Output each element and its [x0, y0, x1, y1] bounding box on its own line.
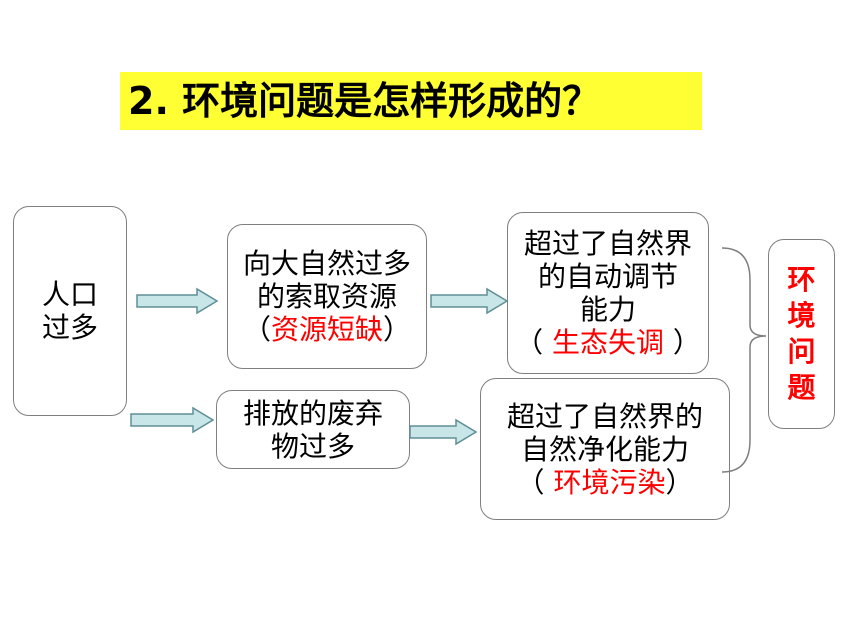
extraction-line-2: 的索取资源 — [256, 280, 397, 313]
environment-problem-box: 环 境 问 题 — [768, 239, 835, 429]
arrow-waste-to-purification — [409, 418, 478, 446]
self-regulation-line-1: 超过了自然界 — [523, 227, 692, 260]
purification-open-paren: （ — [516, 465, 554, 499]
result-char-4: 题 — [787, 371, 816, 404]
extraction-line-3: （资源短缺） — [243, 313, 411, 346]
brace-connector — [721, 247, 767, 473]
self-regulation-line-2: 的自动调节 — [537, 260, 678, 293]
extraction-highlight: 资源短缺 — [270, 313, 383, 346]
population-box: 人口 过多 — [13, 206, 127, 416]
extraction-line-1: 向大自然过多 — [242, 247, 411, 280]
self-regulation-highlight: 生态失调 — [551, 326, 664, 359]
purification-box: 超过了自然界的 自然净化能力 （ 环境污染） — [480, 378, 730, 520]
extraction-close-paren: ） — [383, 313, 412, 346]
result-char-1: 环 — [787, 263, 816, 296]
self-regulation-close-paren: ） — [664, 326, 701, 359]
population-line-2: 过多 — [41, 311, 98, 344]
arrow-population-to-extraction — [136, 287, 219, 315]
result-char-2: 境 — [787, 299, 816, 332]
result-char-3: 问 — [787, 335, 816, 368]
self-regulation-line-3: 能力 — [579, 293, 636, 326]
waste-line-1: 排放的废弃 — [242, 396, 383, 430]
arrow-population-to-waste — [130, 406, 215, 434]
extraction-open-paren: （ — [242, 313, 271, 346]
purification-line-3: （ 环境污染） — [517, 466, 694, 499]
self-regulation-box: 超过了自然界 的自动调节 能力 （ 生态失调 ） — [507, 212, 709, 374]
self-regulation-open-paren: （ — [515, 326, 552, 359]
population-line-1: 人口 — [41, 278, 98, 311]
arrow-extraction-to-self-regulation — [430, 287, 509, 315]
purification-line-2: 自然净化能力 — [520, 432, 689, 466]
waste-line-2: 物过多 — [270, 429, 355, 463]
waste-box: 排放的废弃 物过多 — [216, 390, 410, 469]
purification-highlight: 环境污染 — [553, 465, 666, 499]
self-regulation-line-4: （ 生态失调 ） — [515, 326, 701, 359]
purification-line-1: 超过了自然界的 — [506, 399, 703, 433]
purification-close-paren: ） — [665, 465, 694, 499]
extraction-box: 向大自然过多 的索取资源 （资源短缺） — [227, 224, 427, 369]
page-title: 2. 环境问题是怎样形成的？ — [120, 72, 702, 130]
